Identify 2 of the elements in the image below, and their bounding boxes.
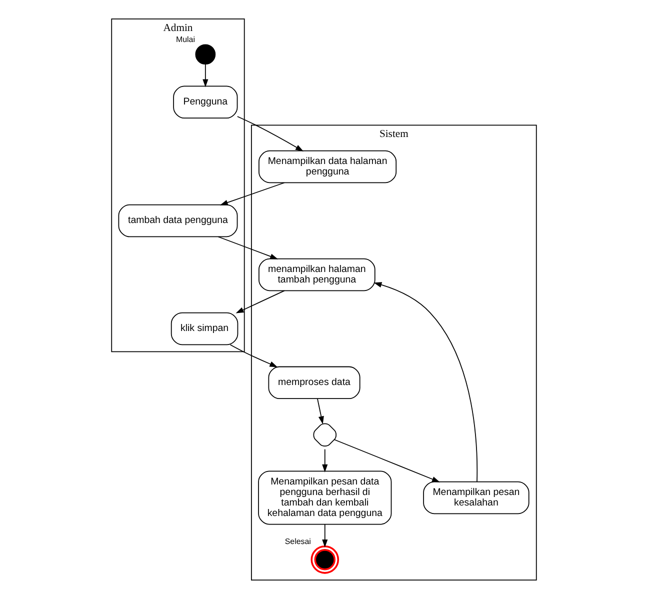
node-label: Mulai [176,35,195,44]
node-label: Selesai [284,536,310,546]
